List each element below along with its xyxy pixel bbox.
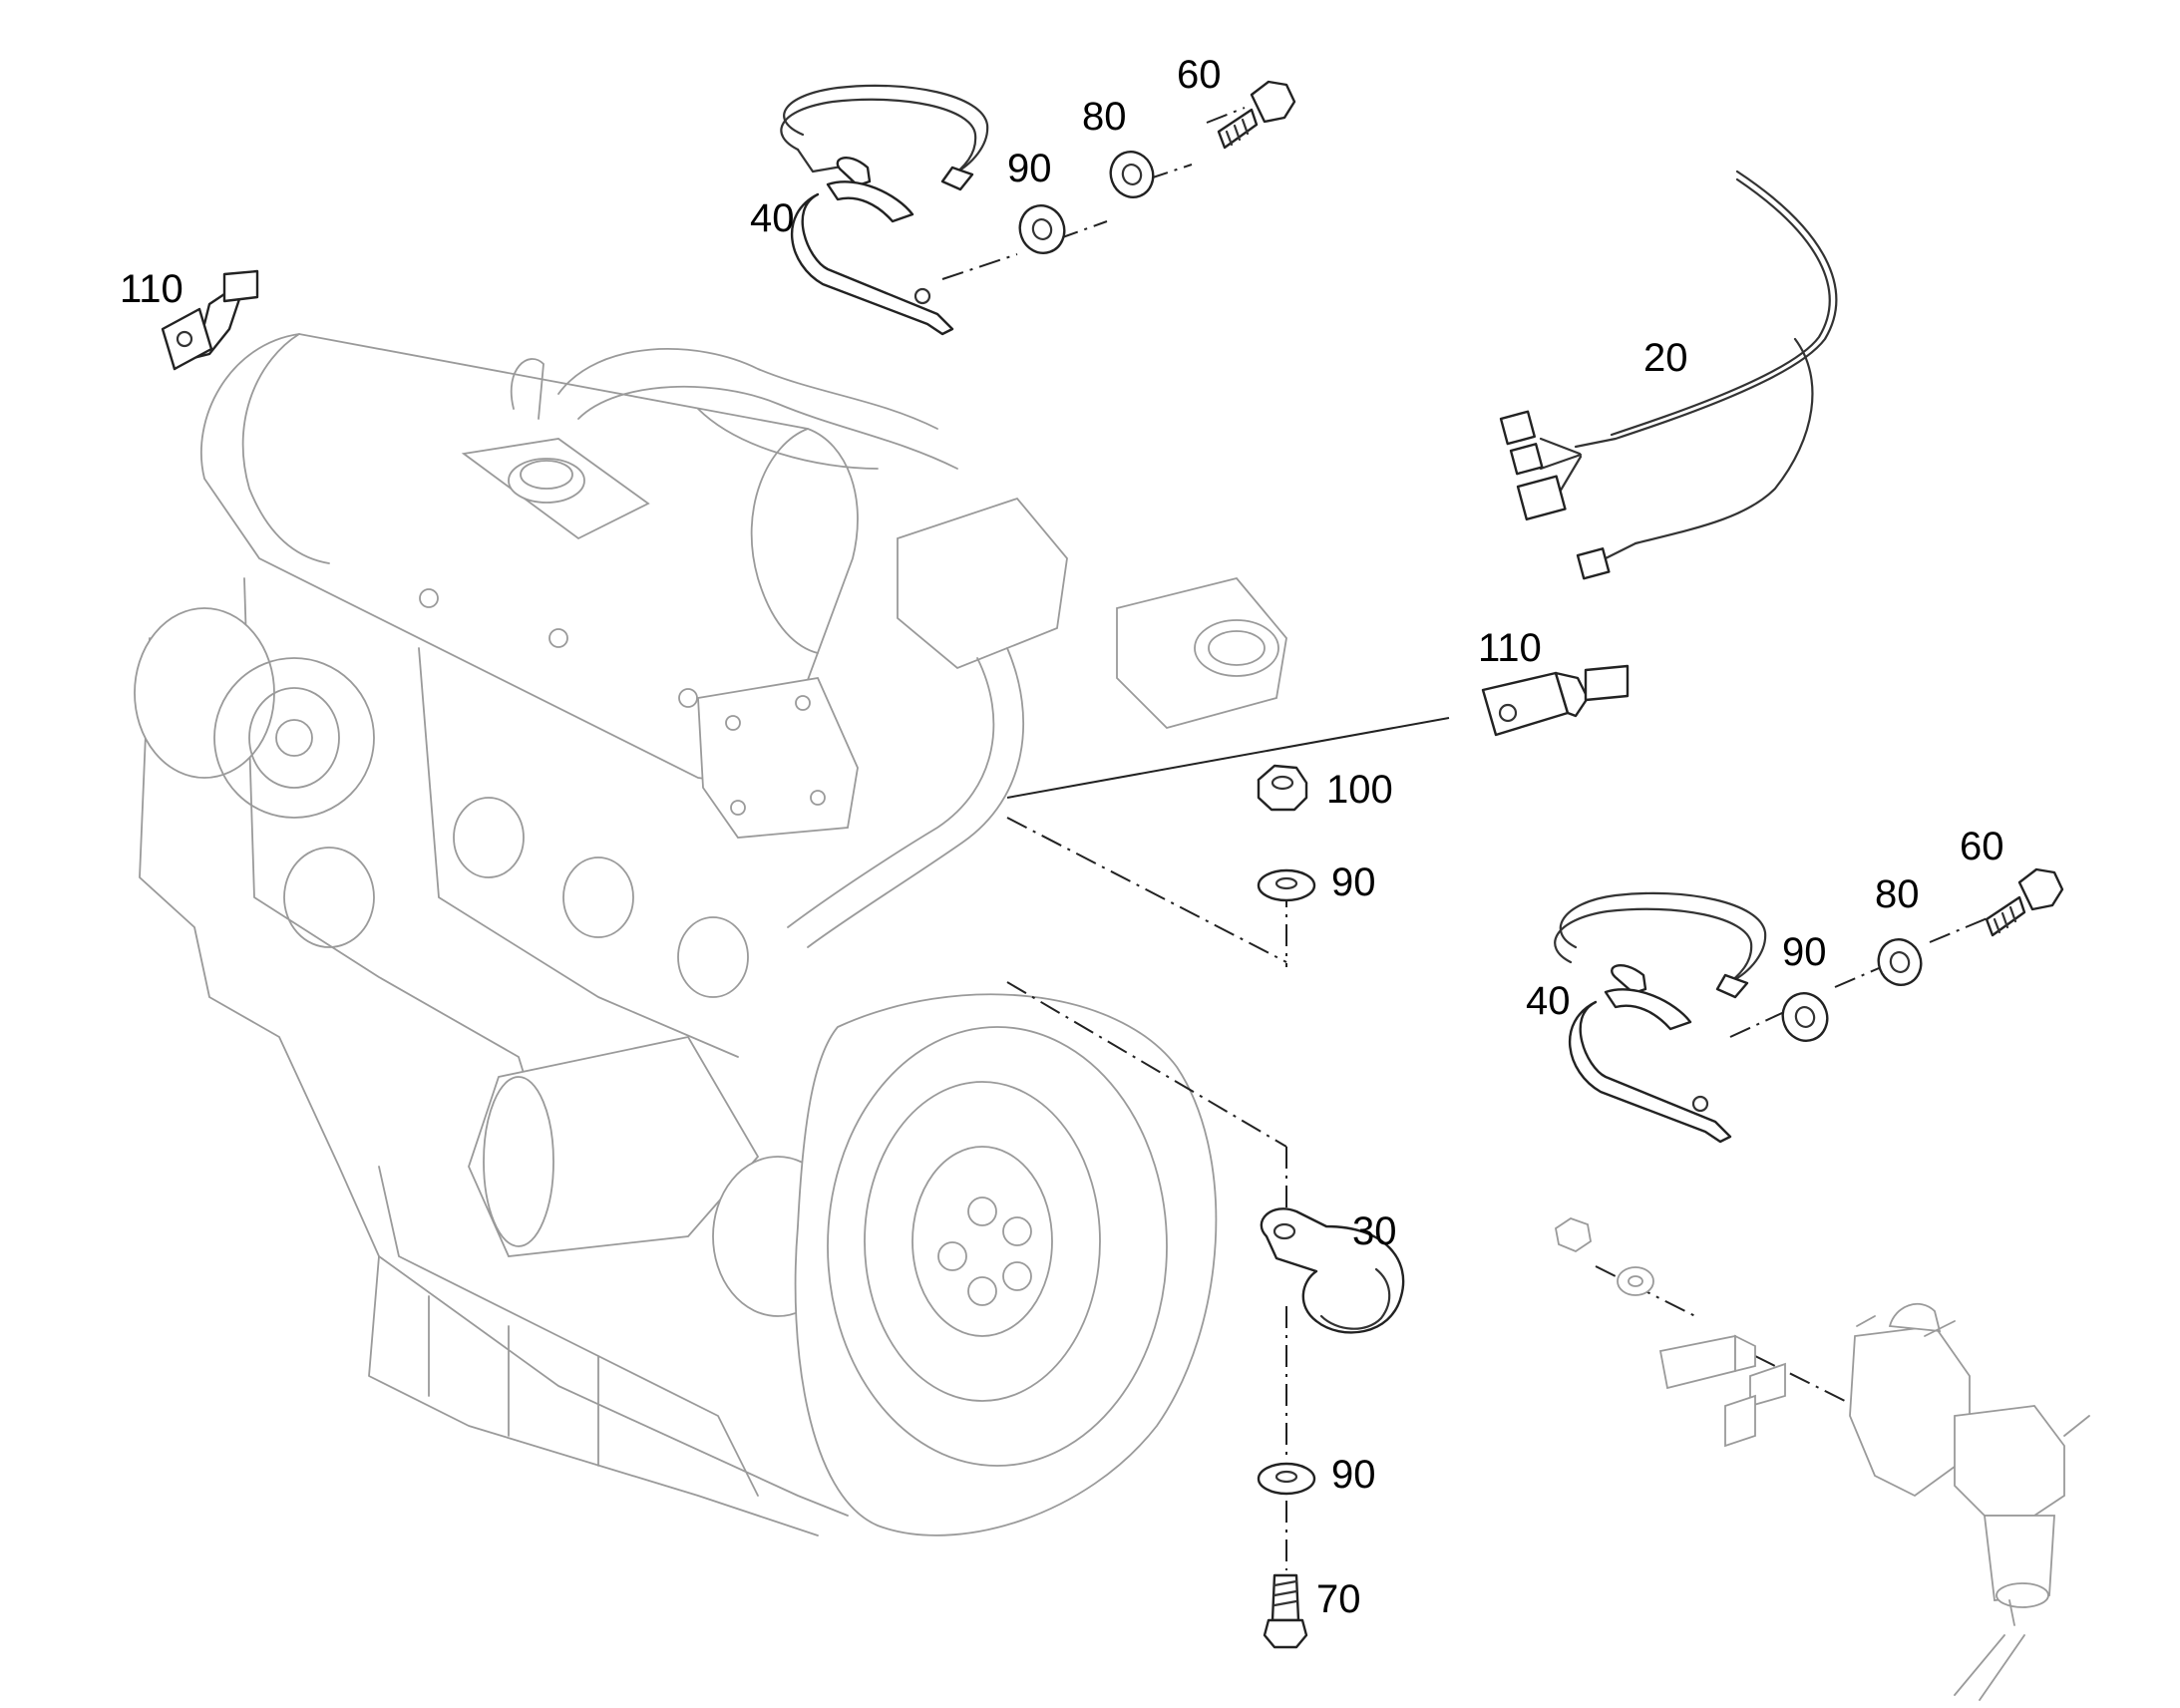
callout-40-right: 40 xyxy=(1526,979,1571,1023)
callout-110-topleft: 110 xyxy=(120,267,183,311)
callout-60-right: 60 xyxy=(1960,825,2004,868)
callout-20: 20 xyxy=(1643,336,1688,380)
callout-80-right: 80 xyxy=(1875,872,1920,916)
callout-100: 100 xyxy=(1326,768,1393,812)
callout-90-mid: 90 xyxy=(1331,860,1376,904)
nut-100 xyxy=(1257,764,1308,812)
bolt-60-top xyxy=(1217,80,1296,150)
callout-90-bottom: 90 xyxy=(1331,1453,1376,1497)
washer-90-top xyxy=(1018,204,1066,254)
strap-clamp-right xyxy=(1554,891,1767,1144)
callout-60-top: 60 xyxy=(1177,53,1222,97)
wiring-harness-20 xyxy=(1499,170,1838,580)
bolt-70 xyxy=(1263,1573,1308,1649)
callout-110-right: 110 xyxy=(1478,626,1542,670)
bolt-60-right xyxy=(1985,867,2064,937)
callout-labels: 60 80 90 40 110 20 110 100 90 60 80 90 4… xyxy=(120,53,2004,1621)
washer-90-bottom xyxy=(1257,1462,1316,1496)
engine-assembly-drawing xyxy=(134,333,1287,1537)
bracket-110-right xyxy=(1481,664,1630,737)
callout-30: 30 xyxy=(1352,1209,1397,1253)
callout-80-top: 80 xyxy=(1082,95,1127,139)
p-clamp-30 xyxy=(1260,1207,1405,1334)
callout-90-top: 90 xyxy=(1007,147,1052,190)
washer-80-right xyxy=(1877,938,1923,986)
washer-90-mid xyxy=(1257,868,1316,902)
washer-80-top xyxy=(1109,151,1155,198)
inset-fuel-filter-detail xyxy=(1555,1217,2090,1701)
washer-90-right xyxy=(1781,992,1829,1042)
bracket-110-topleft xyxy=(161,269,259,371)
callout-70: 70 xyxy=(1316,1577,1361,1621)
callout-40-top: 40 xyxy=(750,196,795,240)
callout-90-right: 90 xyxy=(1782,930,1827,974)
leader-line-110 xyxy=(1006,717,1450,799)
strap-clamp-top xyxy=(780,84,989,336)
